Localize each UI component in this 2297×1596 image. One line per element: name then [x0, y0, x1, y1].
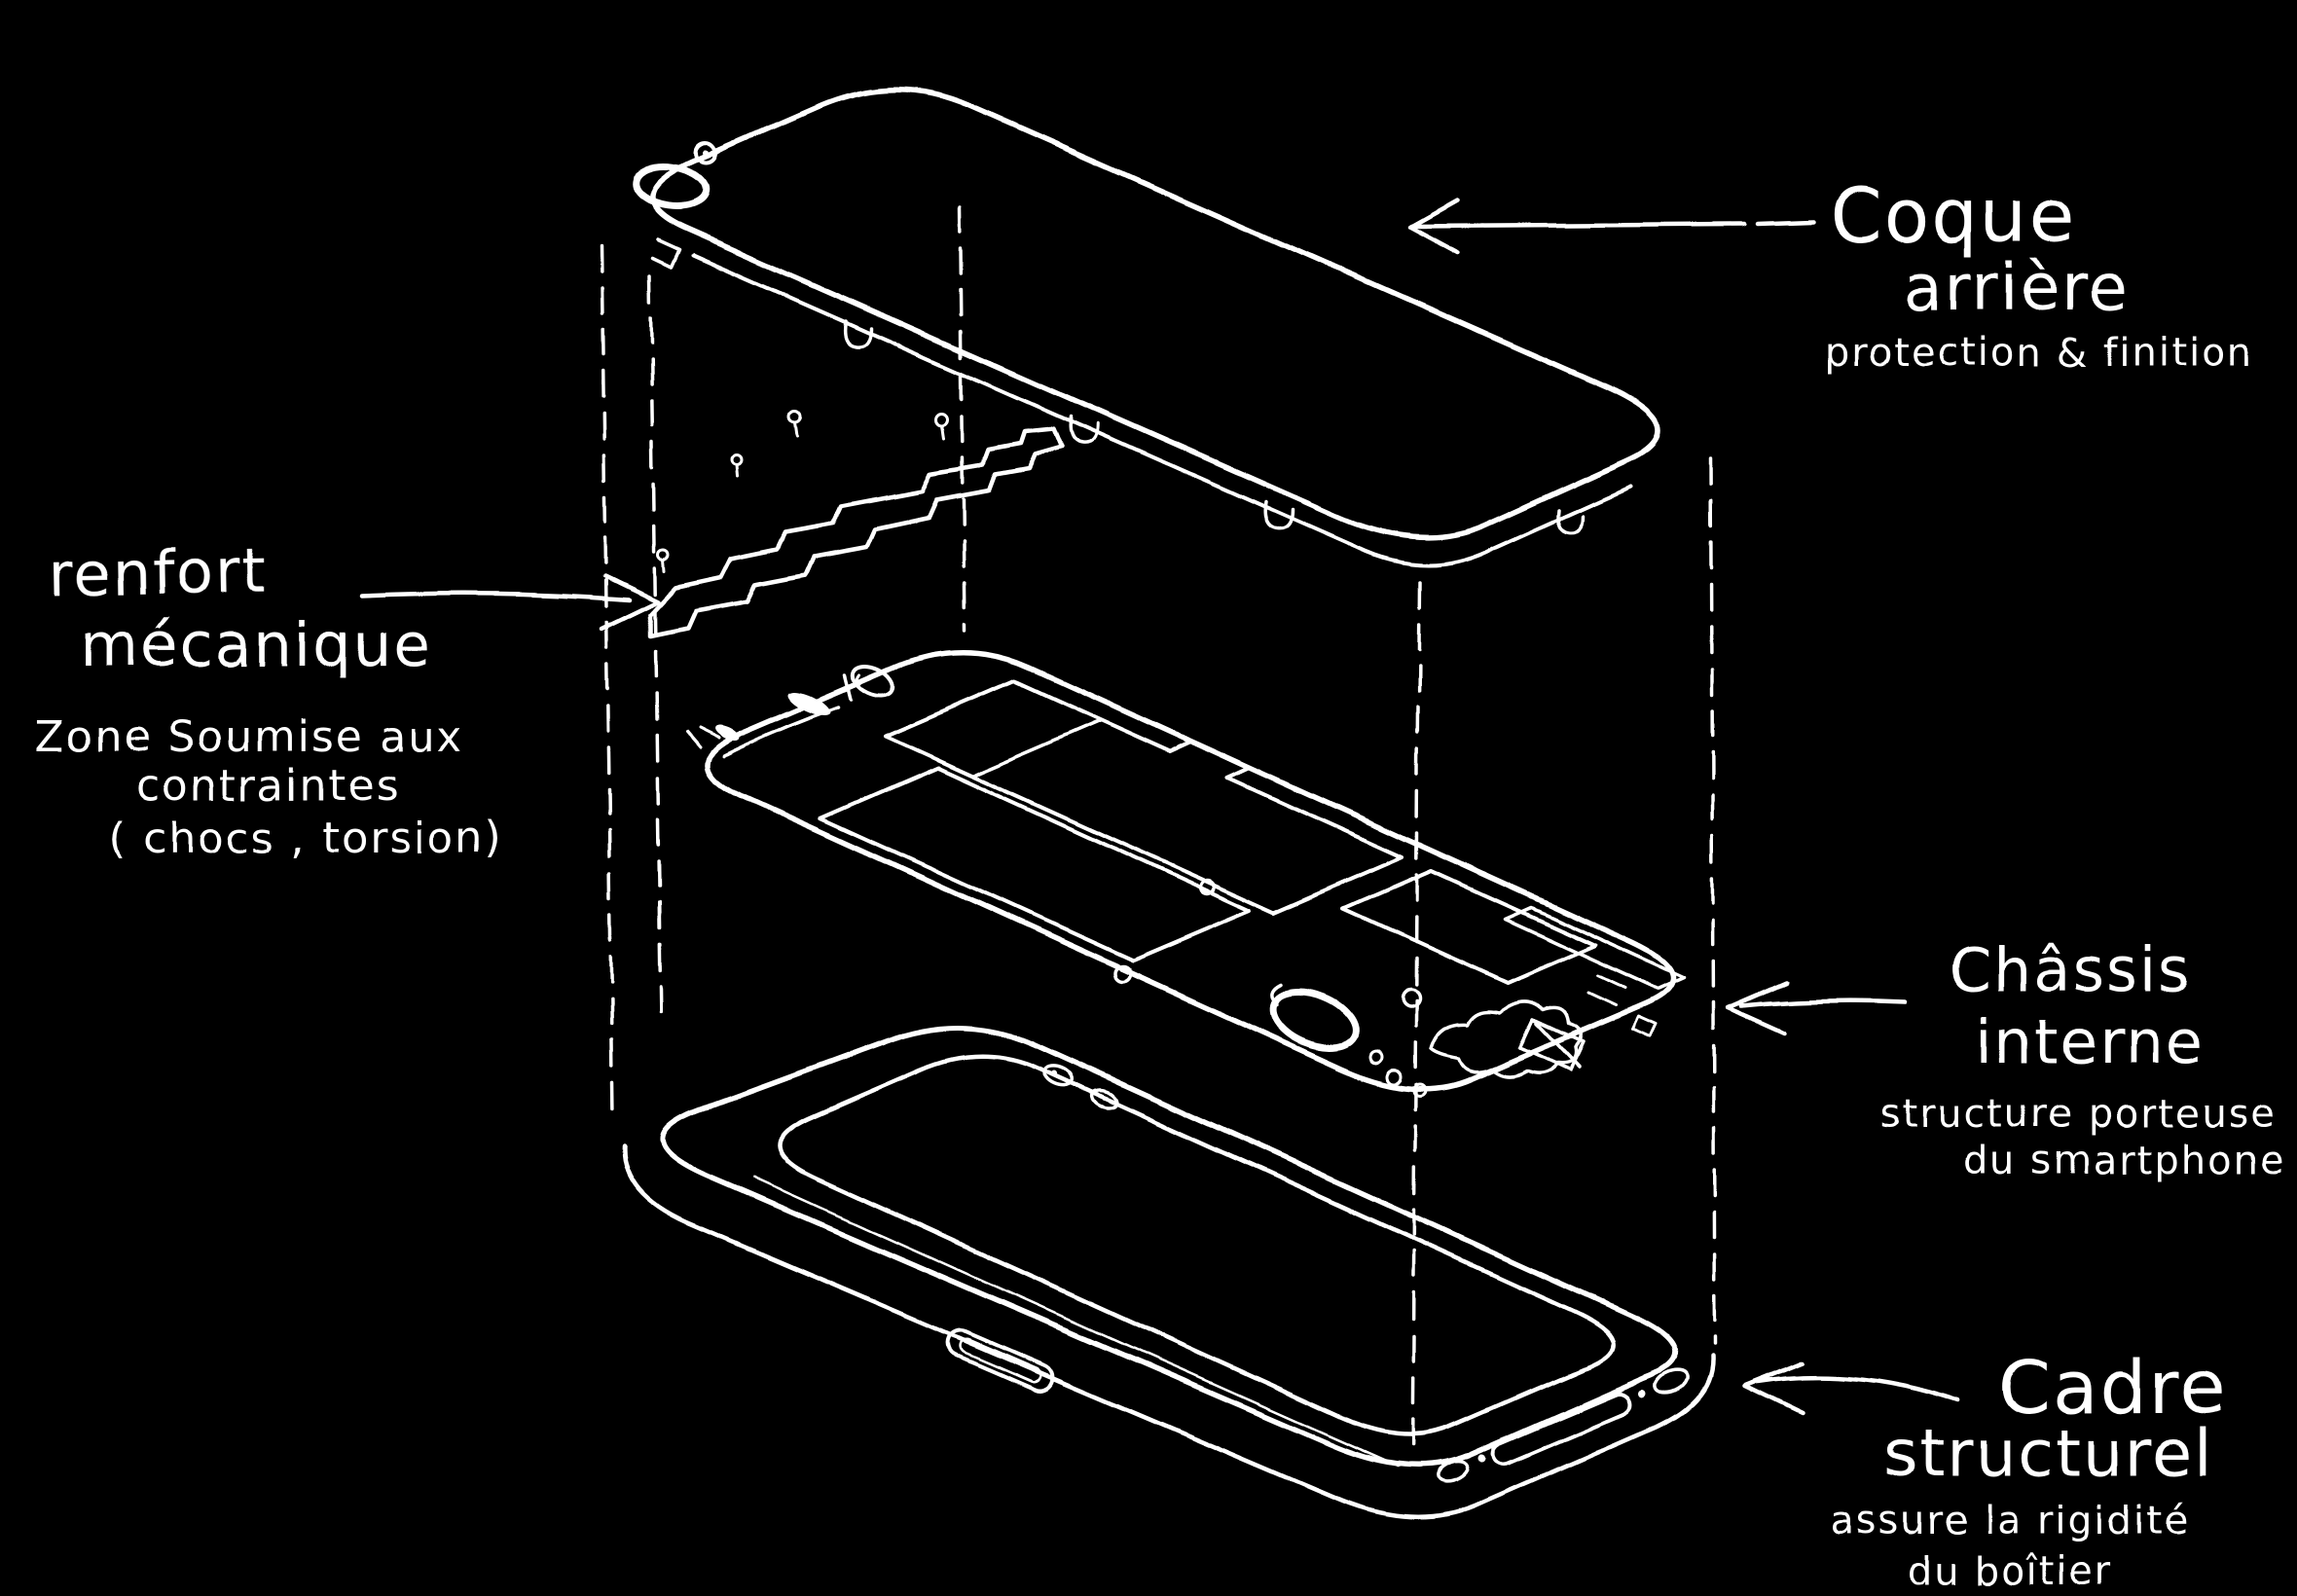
- projection-line-midright: [1410, 580, 1421, 1462]
- chassis-right-cutout: [1342, 869, 1597, 985]
- coque-title-line2: arrière: [1904, 250, 2131, 325]
- chassis-sub2: du smartphone: [1963, 1139, 2285, 1183]
- chassis-camera-hole-icon: [852, 664, 896, 699]
- frame-port-dot: [1478, 1454, 1486, 1462]
- frame-connector-slot: [1492, 1391, 1632, 1467]
- cadre-sub2: du boîtier: [1907, 1549, 2113, 1594]
- chassis-round-opening: [1269, 989, 1359, 1051]
- camera-ring-icon: [631, 163, 709, 210]
- cover-clip: [651, 237, 681, 269]
- frame-inner-outline: [778, 1054, 1615, 1436]
- renfort-sub1: Zone Soumise aux: [35, 712, 464, 762]
- flash-hole-icon: [694, 141, 717, 164]
- chassis-slash-slot-small: [714, 724, 740, 742]
- coque-subtitle: protection & finition: [1824, 331, 2253, 376]
- renfort-title-line2: mécanique: [80, 609, 432, 680]
- internal-chassis-drawing: [684, 650, 1686, 1098]
- frame-side-slot-inner: [959, 1338, 1042, 1383]
- chassis-slash-slot: [787, 690, 832, 715]
- cover-clip: [843, 319, 873, 348]
- chassis-screw-hole-icon: [1113, 964, 1133, 984]
- chassis-title-line2: interne: [1976, 1006, 2205, 1077]
- chassis-screw-hole-icon: [1198, 879, 1216, 896]
- screw-mark-stem: [940, 422, 946, 440]
- chassis-round-opening-notch: [1270, 983, 1283, 1006]
- renfort-arrow: [359, 573, 661, 632]
- renfort-sub3: ( chocs , torsion): [109, 814, 503, 863]
- chassis-sim-strip: [1503, 905, 1686, 991]
- frame-port-hole-icon: [1089, 1089, 1118, 1110]
- connector-blob: [1429, 999, 1583, 1078]
- chassis-battery-bay: [819, 766, 1252, 962]
- cadre-title-line2: structurel: [1884, 1416, 2213, 1491]
- chassis-arrow: [1726, 980, 1907, 1036]
- cadre-sub1: assure la rigidité: [1830, 1499, 2190, 1543]
- cover-clip: [1068, 415, 1100, 446]
- projection-lines: [600, 204, 1717, 1462]
- frame-outer-outline: [661, 1024, 1678, 1468]
- screw-mark-icon: [786, 409, 802, 424]
- frame-port-hole-icon: [1043, 1065, 1075, 1088]
- frame-speaker-oval-icon: [1655, 1368, 1690, 1396]
- frame-port-dot: [1639, 1390, 1647, 1397]
- projection-line-center: [958, 204, 966, 633]
- flash-dot-icon: [703, 150, 709, 156]
- label-cadre: Cadre structurel assure la rigidité du b…: [1830, 1344, 2227, 1594]
- chassis-outline: [705, 650, 1676, 1092]
- chassis-title-line1: Châssis: [1950, 934, 2192, 1005]
- screw-marks: [656, 409, 950, 573]
- reinforcement-plate-outline: [647, 426, 1064, 639]
- annotation-arrows: [359, 198, 1961, 1416]
- structural-frame-drawing: [621, 1024, 1716, 1520]
- cadre-title-line1: Cadre: [1999, 1344, 2227, 1431]
- label-coque: Coque arrière protection & finition: [1824, 172, 2253, 376]
- chassis-tick-marks: [684, 726, 720, 749]
- projection-line-right: [1709, 457, 1717, 1347]
- coque-arrow: [1406, 198, 1816, 256]
- coque-title-line1: Coque: [1831, 172, 2077, 259]
- chassis-main-cutout: [884, 679, 1404, 915]
- connector-ticks: [1586, 973, 1627, 1007]
- cover-clip: [1262, 500, 1294, 531]
- frame-port-dot: [1052, 1071, 1058, 1077]
- frame-speaker-oval-icon: [1436, 1459, 1469, 1484]
- back-cover-outline: [648, 88, 1661, 540]
- connector-cluster: [1368, 973, 1659, 1098]
- connector-hole-icon: [1368, 1049, 1384, 1065]
- screw-mark-icon: [934, 411, 950, 426]
- frame-lower-edge: [621, 1142, 1716, 1520]
- projection-line-left2: [648, 273, 663, 1026]
- reinforcement-plate-drawing: [647, 409, 1064, 639]
- renfort-sub2: contraintes: [136, 761, 400, 811]
- frame-inner-wall-line: [752, 1176, 1400, 1468]
- chassis-camera-detail: [856, 673, 864, 691]
- chassis-cutout-divider: [969, 718, 1103, 778]
- back-cover-thickness-edge: [691, 253, 1633, 567]
- label-chassis: Châssis interne structure porteuse du sm…: [1879, 934, 2285, 1183]
- screw-mark-icon: [730, 453, 744, 466]
- connector-box: [1519, 1018, 1585, 1071]
- renfort-title-line1: renfort: [48, 535, 268, 610]
- label-renfort: renfort mécanique Zone Soumise aux contr…: [35, 535, 503, 863]
- chassis-pill-slot: [844, 673, 854, 701]
- cadre-arrow: [1741, 1360, 1961, 1416]
- screw-mark-stem: [735, 462, 740, 478]
- connector-clip: [1631, 1014, 1659, 1038]
- cover-clip: [1556, 508, 1586, 535]
- frame-side-slot: [946, 1328, 1055, 1393]
- chassis-sub1: structure porteuse: [1879, 1092, 2277, 1137]
- screw-mark-stem: [792, 420, 798, 438]
- screw-mark-stem: [661, 558, 666, 573]
- chassis-screw-hole-icon: [1400, 987, 1421, 1008]
- connector-hole-icon: [1411, 1082, 1427, 1098]
- frame-bottom-ports: [1436, 1368, 1690, 1484]
- connector-hole-icon: [1385, 1068, 1403, 1085]
- projection-line-left: [600, 243, 615, 1119]
- frame-side-slot-outer: [946, 1328, 1055, 1393]
- back-cover-drawing: [631, 88, 1661, 567]
